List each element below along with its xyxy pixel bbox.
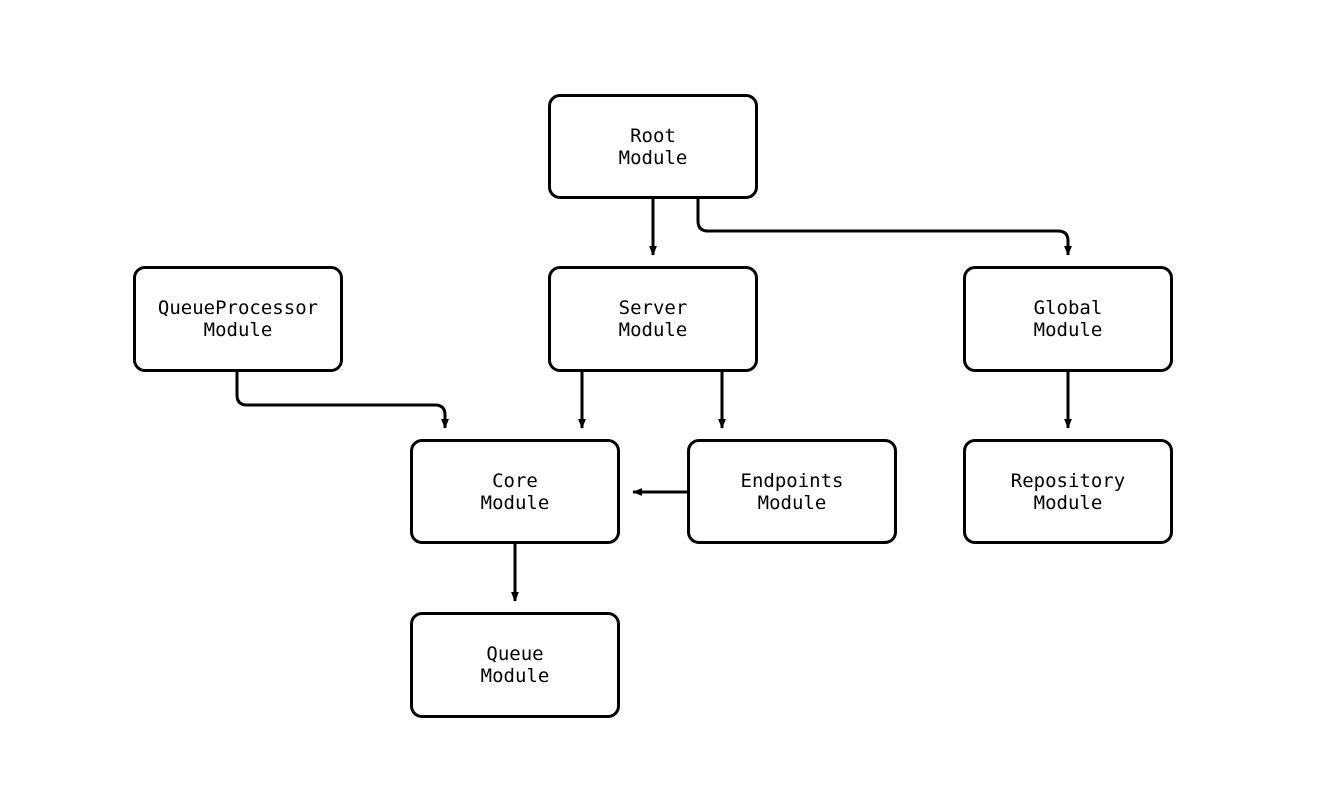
node-server-label-line1: Server [618,297,688,319]
node-core-label-line1: Core [492,469,538,492]
node-endpoints-label-line2: Module [757,491,827,514]
edge-queueprocessor-to-core [235,372,449,429]
node-repository-label-line2: Module [1033,491,1103,514]
node-endpoints-label-line1: Endpoints [740,469,844,492]
node-queue-label-line1: Queue [486,643,544,665]
node-queue-label-line2: Module [480,665,550,687]
node-server-label-line2: Module [618,319,688,341]
node-queueprocessor-label-line1: QueueProcessor [157,297,319,319]
node-queueprocessor-label-line2: Module [203,319,273,341]
node-root-label-line1: Root [630,124,676,147]
node-repository-label-line1: Repository [1010,469,1126,492]
node-global-label-line1: Global [1033,297,1103,319]
node-root-label-line2: Module [618,146,688,169]
node-core-label-line2: Module [480,491,550,514]
node-global-label-line2: Module [1033,319,1103,341]
edge-root-to-global [696,199,1072,256]
